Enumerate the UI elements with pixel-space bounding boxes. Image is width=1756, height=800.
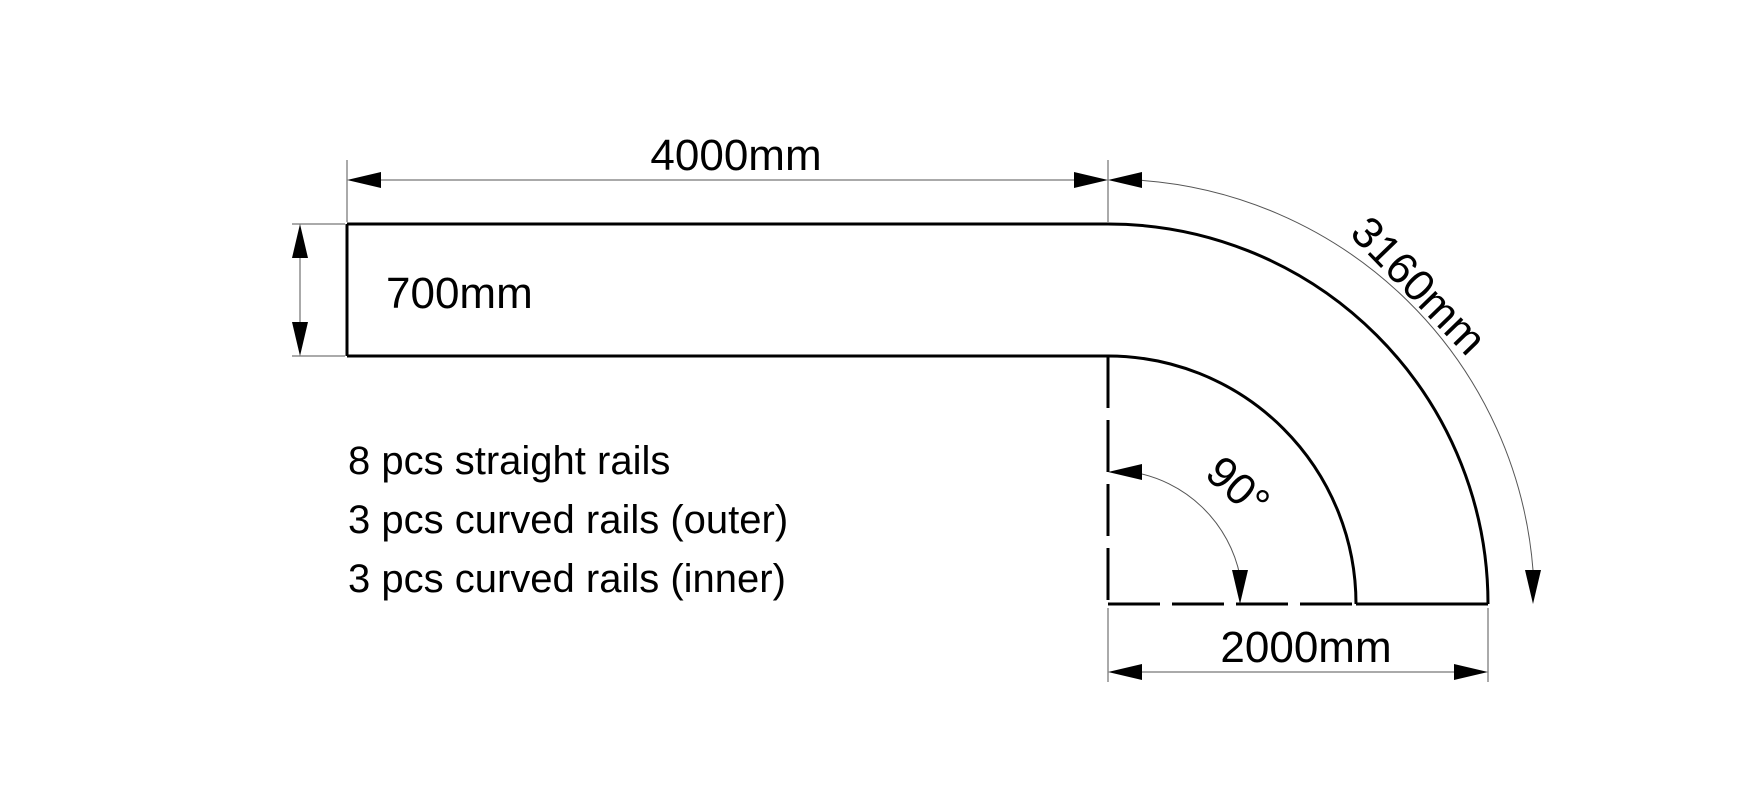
inner-curve (1107, 354, 1358, 605)
dimension-label-2000: 2000mm (1220, 623, 1391, 672)
dimension-straight-length: 4000mm (346, 131, 1109, 222)
arc-dimension-line (1135, 179, 1534, 571)
arrow-head (347, 172, 381, 188)
arrow-head (1108, 464, 1142, 480)
dimension-label-4000: 4000mm (650, 131, 821, 180)
dimension-arc-length: 3160mm (1108, 172, 1541, 604)
arrow-head (1108, 664, 1142, 680)
arrow-head (292, 322, 308, 356)
arrow-head (1108, 172, 1142, 188)
note-curved-rails-outer: 3 pcs curved rails (outer) (348, 498, 788, 542)
parts-list: 8 pcs straight rails 3 pcs curved rails … (348, 439, 788, 601)
arrow-head (1454, 664, 1488, 680)
arrow-head (1525, 570, 1541, 604)
arrow-head (1074, 172, 1108, 188)
dimension-width: 700mm (292, 223, 533, 357)
angle-indicator: 90° (1108, 447, 1279, 604)
note-curved-rails-inner: 3 pcs curved rails (inner) (348, 557, 786, 601)
arrow-head (1232, 570, 1248, 604)
dimension-label-3160: 3160mm (1341, 207, 1495, 364)
dimension-label-700: 700mm (386, 269, 533, 318)
note-straight-rails: 8 pcs straight rails (348, 439, 670, 483)
angle-label: 90° (1197, 447, 1279, 528)
track-outline (345, 222, 1490, 606)
angle-arc (1131, 471, 1241, 577)
dimension-radius-span: 2000mm (1107, 608, 1489, 682)
arrow-head (292, 224, 308, 258)
outer-curve (1107, 222, 1490, 605)
